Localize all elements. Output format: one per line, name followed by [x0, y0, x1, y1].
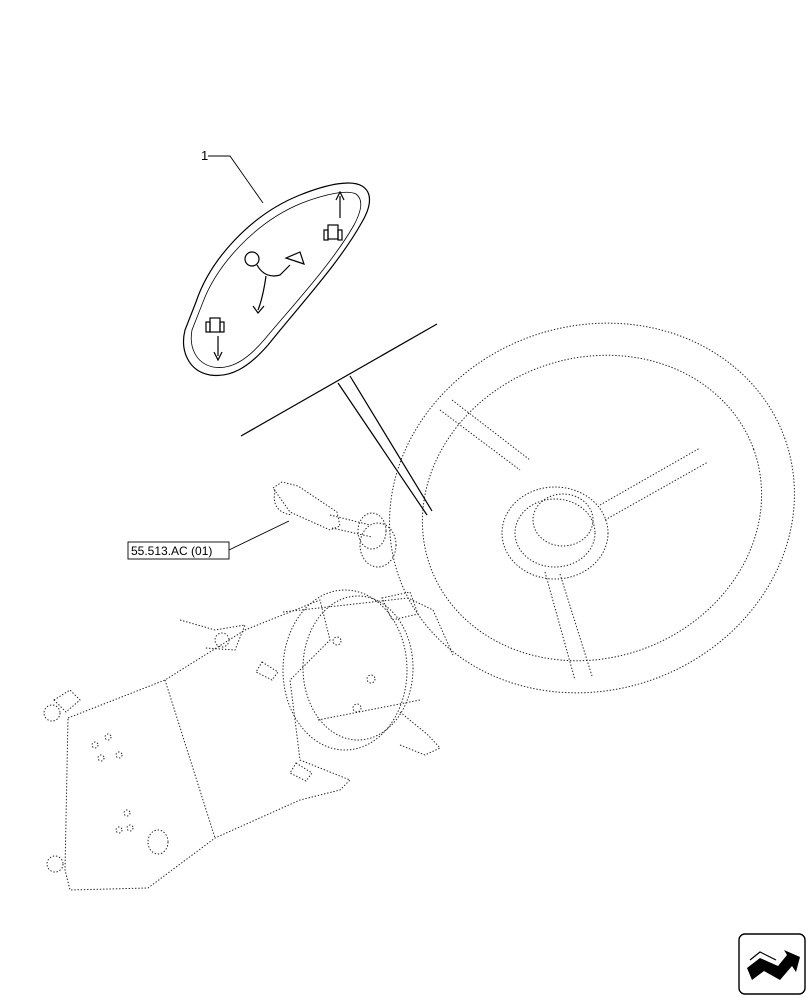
steering-column-housing: [282, 589, 454, 756]
steering-wheel: [389, 322, 795, 694]
mounting-bracket: [43, 599, 421, 891]
callout-1-number: 1: [201, 148, 208, 163]
multifunction-lever: [272, 481, 397, 568]
steering-column-decal-icon: [183, 182, 371, 377]
reference-box[interactable]: [127, 541, 230, 560]
next-page-arrow-icon[interactable]: [738, 933, 806, 995]
reference-55-513-ac-label[interactable]: 55.513.AC (01): [131, 544, 212, 558]
